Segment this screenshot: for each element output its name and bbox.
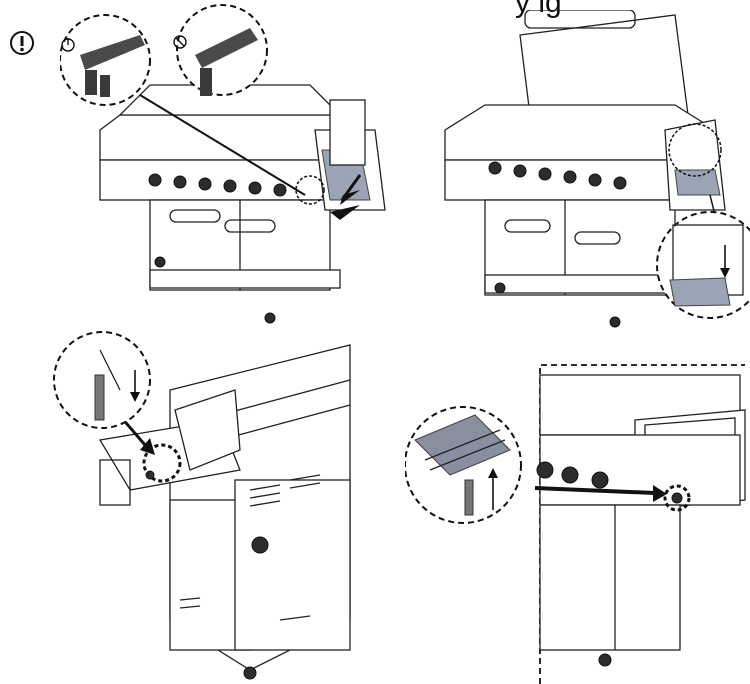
vent-slots [179,474,321,621]
exclamation-circle-icon [10,31,34,55]
grill-step-3-illustration [53,331,351,680]
grill-step-2-illustration [444,10,750,328]
control-knobs-2 [488,161,627,190]
control-knobs [148,173,287,197]
grill-step-1-illustration [60,4,386,324]
grill-step-4-illustration [405,364,746,684]
control-knobs-3 [536,461,609,489]
prohibited-icon [173,35,187,49]
power-symbol-icon [61,38,75,52]
